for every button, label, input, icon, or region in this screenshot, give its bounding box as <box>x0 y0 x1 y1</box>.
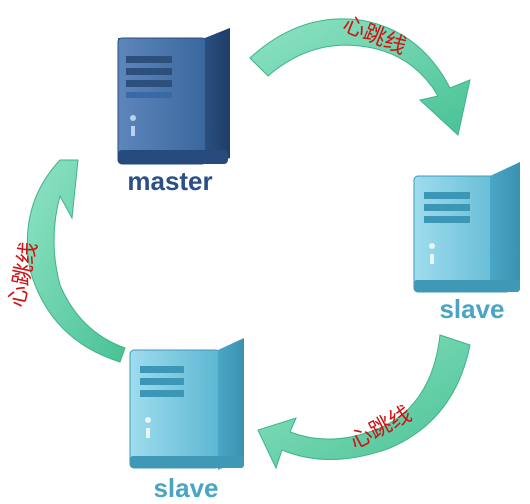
master-label: master <box>127 166 212 196</box>
slave-bottom-label: slave <box>153 473 218 503</box>
slave-right-server-icon <box>413 162 520 293</box>
slave-right-label: slave <box>439 294 504 324</box>
heartbeat-arrow-left <box>26 159 126 363</box>
slave-bottom-server-icon <box>129 338 244 470</box>
master-server-icon <box>117 28 230 165</box>
link-label-top: 心跳线 <box>339 12 410 60</box>
heartbeat-arrow-bottom-right <box>257 334 471 470</box>
heartbeat-arrow-top <box>249 18 471 136</box>
